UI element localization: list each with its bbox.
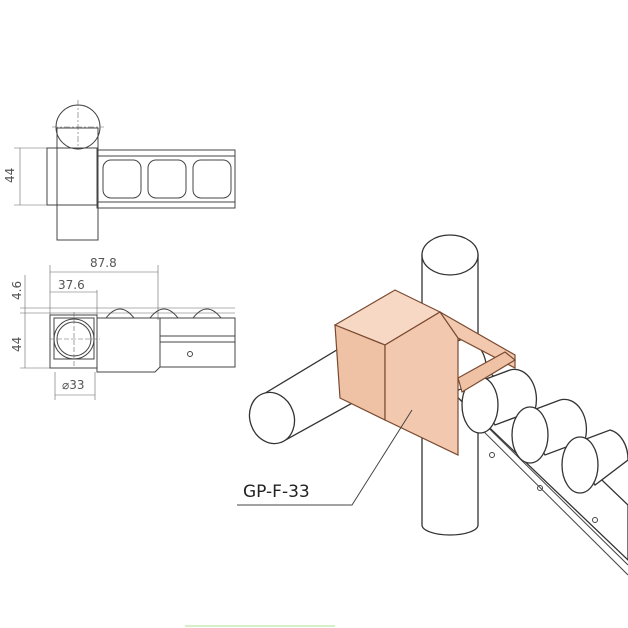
roller-top-view (147, 159, 187, 199)
clamp-top-view (46, 147, 98, 206)
roller-top-view (192, 159, 232, 199)
vertical-pipe-end (421, 234, 479, 276)
leader-line (237, 409, 413, 506)
dimension-height-side: 44 (10, 337, 24, 352)
top-view: 44 (3, 100, 236, 241)
clamp-gp-f-33 (333, 289, 517, 456)
roller-arcs (105, 308, 222, 319)
dimension-pipe-diameter: ⌀33 (62, 378, 85, 392)
rail-side-view (96, 317, 236, 373)
horizontal-pipe-end (248, 391, 296, 445)
side-view: 87.8 37.6 4.6 44 ⌀33 (10, 256, 236, 400)
roller-top-view (102, 159, 142, 199)
rail-top-view (96, 149, 236, 209)
dimension-overall-length: 87.8 (90, 256, 117, 270)
isometric-view: GP-F-33 (237, 234, 628, 576)
part-label: GP-F-33 (243, 482, 310, 502)
vertical-pipe-top-view (56, 127, 99, 241)
dimension-height-top: 44 (3, 168, 17, 183)
dimension-clamp-width: 37.6 (58, 278, 85, 292)
dimension-offset: 4.6 (10, 281, 24, 300)
